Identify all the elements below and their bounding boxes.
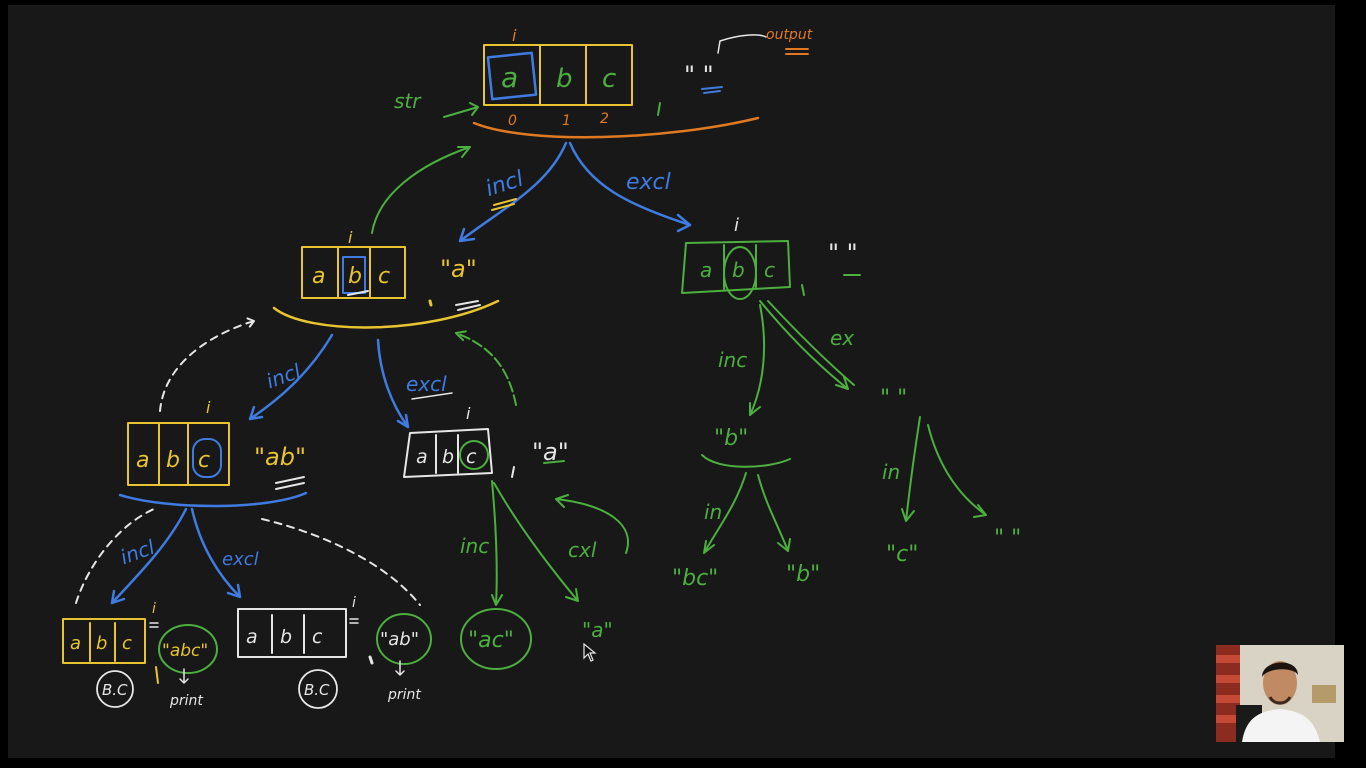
empty-in-label: in <box>882 460 900 484</box>
presenter-video-icon <box>1216 645 1344 742</box>
node-empty: " " in "c" " " <box>880 386 1021 567</box>
root-index-0: 0 <box>508 113 517 129</box>
node-left2: i a b c "ab" <box>118 398 308 508</box>
empty-output: " " <box>880 386 907 411</box>
right1-cell-a: a <box>700 258 712 282</box>
leaf1-bc: B.C <box>102 681 128 699</box>
mouse-cursor-icon <box>583 643 597 662</box>
b-output: "b" <box>714 426 748 451</box>
leaf-b2-output: "b" <box>786 562 820 587</box>
left1-i-marker: i <box>348 228 353 247</box>
left1-output: "a" <box>440 255 477 283</box>
leaf1-print: print <box>169 693 203 709</box>
l1-excl-label: excl <box>406 372 447 396</box>
right1-cell-c: c <box>764 258 775 282</box>
node-right1: i a b c " " <box>681 215 861 300</box>
root-node: a b c 0 1 2 i str " " output <box>394 26 813 139</box>
leaf-a-output: "a" <box>582 618 613 642</box>
left2-cell-c: c <box>198 448 210 473</box>
node-b: "b" in "bc" "b" <box>672 426 820 591</box>
l1-incl-label: incl <box>263 359 304 394</box>
root-index-1: 1 <box>562 113 571 129</box>
recursion-tree-drawing: a b c 0 1 2 i str " " output incl excl i… <box>62 26 1021 709</box>
leaf-bc-output: "bc" <box>672 566 718 591</box>
right1-cell-b: b <box>732 258 745 282</box>
mid2-cell-c: c <box>466 446 477 468</box>
root-index-2: 2 <box>600 111 609 127</box>
leaf2-output: "ab" <box>380 629 419 650</box>
r1-excl-label: ex <box>830 326 854 350</box>
leaf2-cell-a: a <box>246 626 258 648</box>
root-excl-label: excl <box>626 170 671 195</box>
leaf2-print: print <box>387 687 421 703</box>
node-mid2: i a b c "a" <box>403 404 569 478</box>
left2-i-marker: i <box>206 398 211 417</box>
leaf1-i-marker: i <box>152 601 156 617</box>
right1-i-marker: i <box>734 215 739 236</box>
mid2-i-marker: i <box>466 404 471 423</box>
leaf-c-output: "c" <box>886 542 918 567</box>
root-cell-a: a <box>501 61 518 94</box>
left2-output: "ab" <box>254 443 306 471</box>
ac-incl-label: inc <box>460 534 489 558</box>
l2-incl-label: incl <box>117 535 158 570</box>
leaf1-cell-a: a <box>70 633 81 654</box>
leaf-ab: a b c i "ab" print B.C <box>237 595 432 709</box>
leaf2-bc: B.C <box>304 681 330 699</box>
leaf2-i-marker: i <box>352 595 356 611</box>
root-output-value: " " <box>684 61 714 89</box>
left1-cell-c: c <box>378 264 390 289</box>
node-left1: i a b c "a" <box>272 228 500 329</box>
leaf-abc: a b c i "abc" print B.C <box>62 601 218 709</box>
left2-cell-a: a <box>136 448 149 473</box>
root-cell-b: b <box>556 64 573 94</box>
str-label: str <box>394 89 422 113</box>
right1-output: " " <box>828 239 858 267</box>
root-cell-c: c <box>602 64 616 94</box>
left1-cell-b: b <box>348 264 362 289</box>
leaf1-cell-b: b <box>96 633 107 654</box>
leaf-empty2-output: " " <box>994 526 1021 551</box>
leaf1-output: "abc" <box>162 641 208 661</box>
l2-excl-label: excl <box>222 549 259 570</box>
webcam-overlay <box>1216 645 1344 742</box>
leaf1-cell-c: c <box>122 633 132 654</box>
r1-incl-label: inc <box>718 348 747 372</box>
mid2-cell-a: a <box>416 446 428 468</box>
leaf2-cell-c: c <box>312 626 323 648</box>
b-in-label: in <box>704 500 722 524</box>
leaf2-cell-b: b <box>280 626 292 648</box>
leaf-ac-output: "ac" <box>468 628 514 653</box>
ac-excl-label: cxl <box>568 538 597 562</box>
mid2-cell-b: b <box>442 446 454 468</box>
output-label: output <box>766 27 813 43</box>
left2-cell-b: b <box>166 448 180 473</box>
left1-cell-a: a <box>312 264 325 289</box>
whiteboard-canvas: a b c 0 1 2 i str " " output incl excl i… <box>8 5 1335 758</box>
root-i-marker: i <box>512 26 517 45</box>
